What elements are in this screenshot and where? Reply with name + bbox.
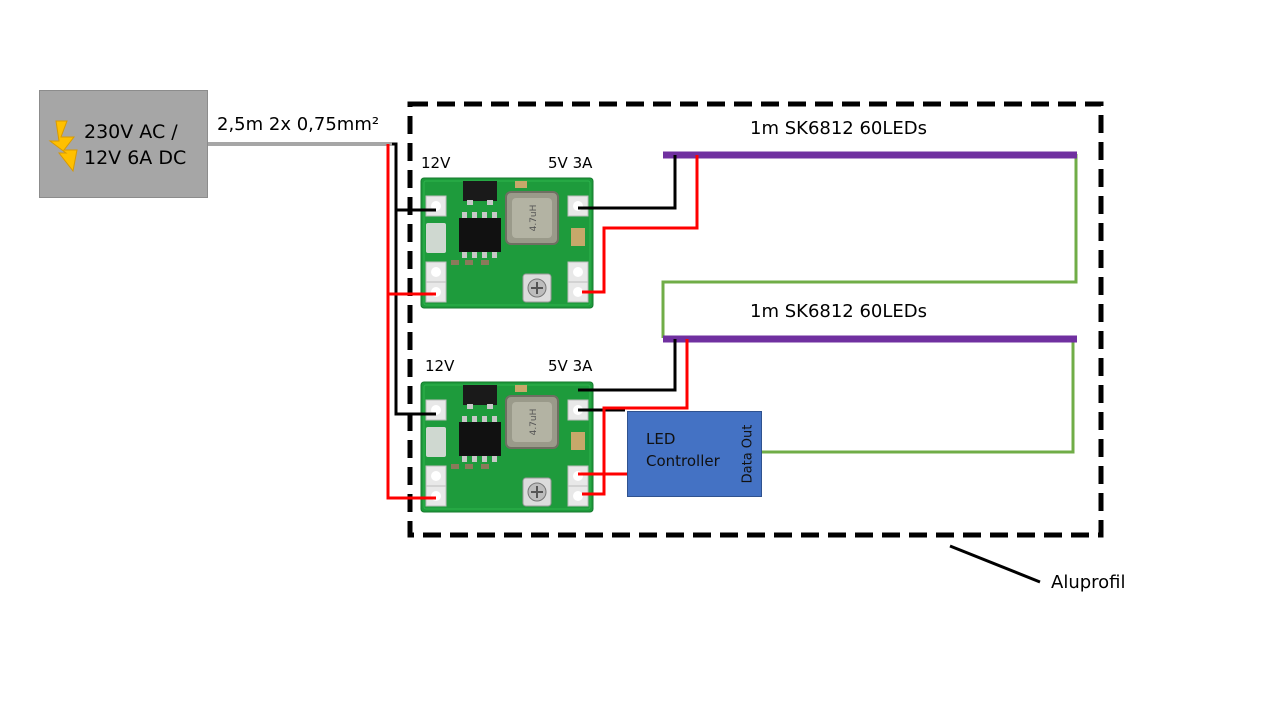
led-controller-line1: LED — [646, 430, 676, 448]
led-controller-line2: Controller — [646, 452, 720, 470]
buck-converter-1 — [420, 177, 594, 309]
power-supply-line2: 12V 6A DC — [84, 147, 187, 169]
data-wires — [661, 154, 1078, 454]
led-controller: LED Controller Data Out — [627, 411, 762, 497]
ground-wires — [392, 142, 677, 416]
led-strip-1-label: 1m SK6812 60LEDs — [750, 118, 928, 139]
aluprofil-enclosure — [407, 101, 1104, 538]
power-supply: 230V AC / 12V 6A DC — [39, 90, 208, 198]
power-supply-line1: 230V AC / — [84, 121, 178, 143]
power-supply-label: 230V AC / 12V 6A DC — [84, 119, 186, 171]
buck-converter-2 — [420, 381, 594, 513]
aluprofil-leader-line — [949, 544, 1041, 584]
module-1-output-label: 5V 3A — [548, 154, 593, 172]
data-out-port: Data Out — [731, 416, 765, 492]
data-out-label: Data Out — [740, 424, 756, 484]
lightning-bolt-icon — [48, 120, 78, 173]
power-icon-layer — [48, 120, 78, 173]
aluprofil-label: Aluprofil — [1051, 572, 1126, 593]
cable-label: 2,5m 2x 0,75mm² — [217, 114, 380, 135]
module-2-output-label: 5V 3A — [548, 357, 593, 375]
module-2-input-label: 12V — [425, 357, 455, 375]
positive-wires — [386, 144, 699, 500]
led-controller-label: LED Controller — [646, 428, 720, 472]
led-strip-2-label: 1m SK6812 60LEDs — [750, 301, 928, 322]
module-1-input-label: 12V — [421, 154, 451, 172]
